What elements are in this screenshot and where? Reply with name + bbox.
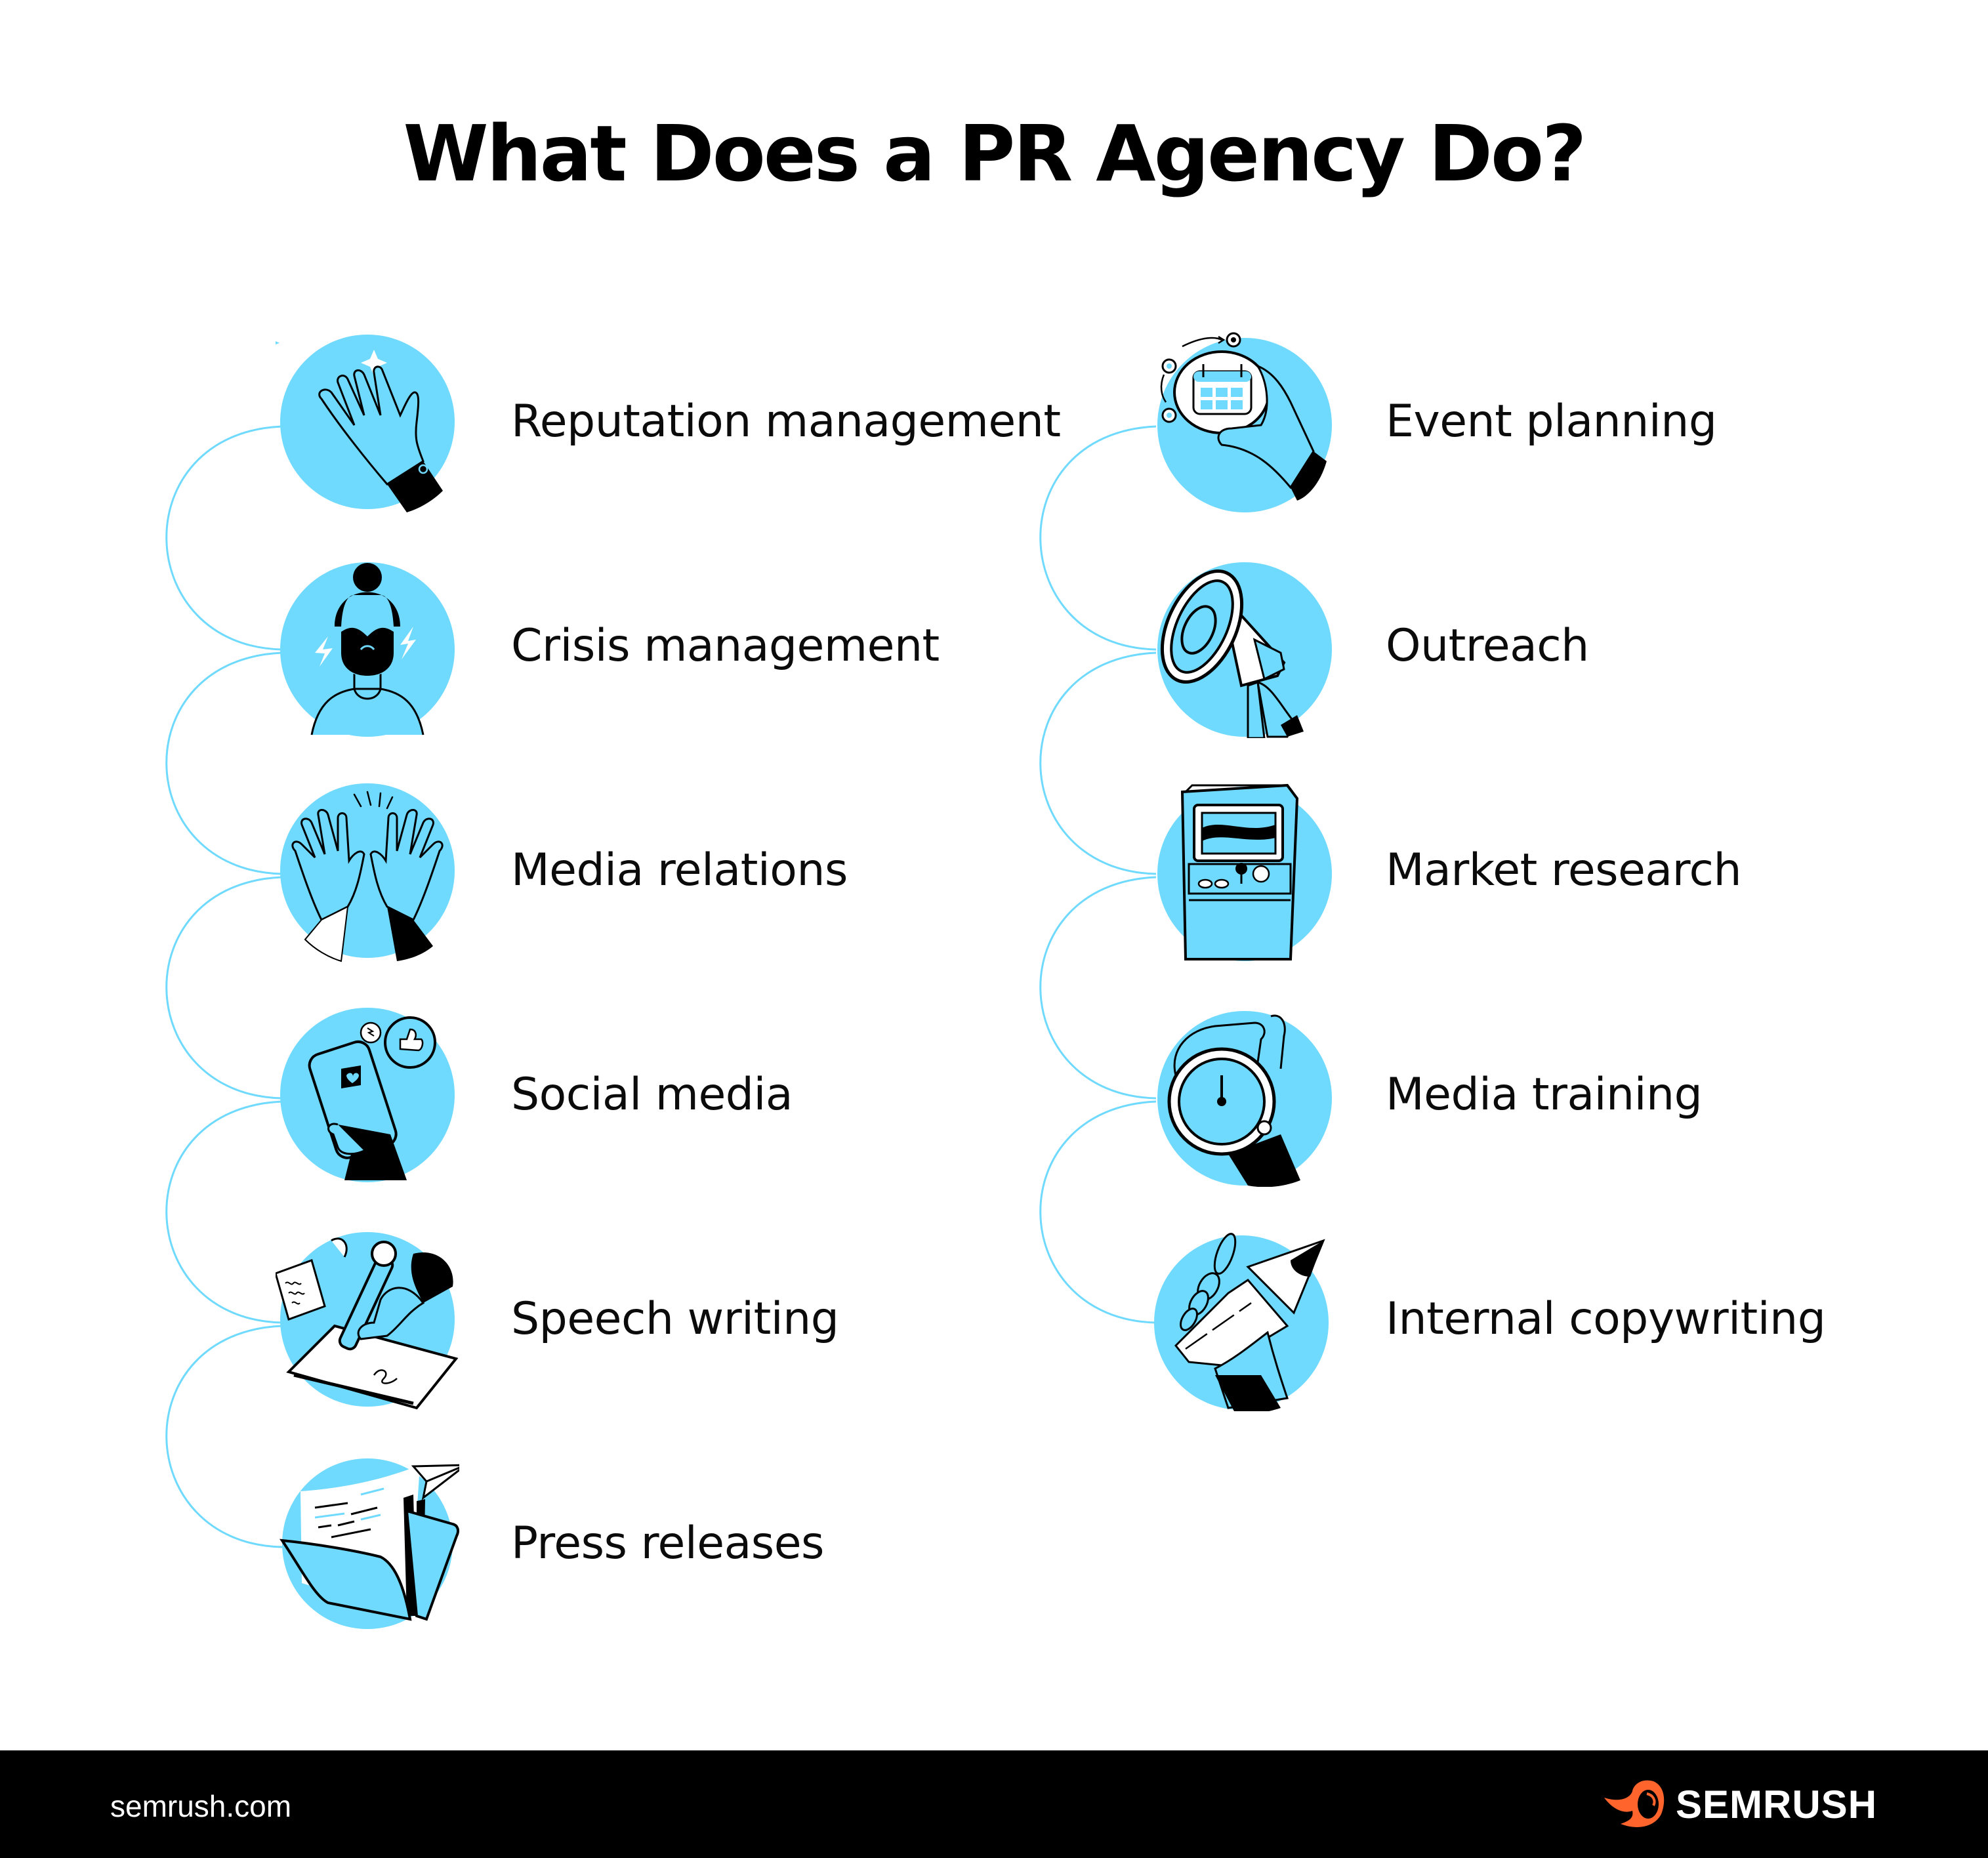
brand-name: SEMRUSH xyxy=(1676,1782,1878,1827)
semrush-logo: SEMRUSH xyxy=(1601,1778,1877,1830)
phone-with-likes-icon xyxy=(280,1008,455,1182)
semrush-fire-icon xyxy=(1604,1780,1665,1827)
hand-writing-notebook-icon xyxy=(276,1232,459,1410)
waving-hand-icon xyxy=(276,335,455,512)
megaphone-icon xyxy=(1157,562,1332,738)
item-label: Outreach xyxy=(1386,620,1589,672)
list-item: Media relations xyxy=(0,779,1063,962)
item-label: Reputation management xyxy=(511,396,1061,447)
item-label: Media relations xyxy=(511,844,848,896)
hand-stopwatch-icon xyxy=(1157,1011,1332,1187)
arcade-machine-icon xyxy=(1157,783,1332,961)
list-item: Market research xyxy=(1063,779,1988,962)
item-label: Social media xyxy=(511,1069,793,1121)
item-label: Internal copywriting xyxy=(1386,1293,1826,1345)
high-five-hands-icon xyxy=(280,783,455,962)
list-item: Outreach xyxy=(1063,554,1988,738)
footer-url[interactable]: semrush.com xyxy=(110,1789,292,1823)
item-label: Crisis management xyxy=(511,620,940,672)
list-item: Internal copywriting xyxy=(1063,1228,1988,1411)
list-item: Event planning xyxy=(1063,330,1988,514)
list-item: Media training xyxy=(1063,1003,1988,1187)
list-item: Press releases xyxy=(0,1452,1063,1636)
footer: semrush.com SEMRUSH xyxy=(0,1750,1988,1858)
list-item: Social media xyxy=(0,1003,1063,1187)
item-label: Event planning xyxy=(1386,396,1717,447)
list-item: Crisis management xyxy=(0,554,1063,738)
item-label: Speech writing xyxy=(511,1293,839,1345)
list-item: Reputation management xyxy=(0,330,1063,514)
item-label: Press releases xyxy=(511,1517,824,1569)
item-label: Media training xyxy=(1386,1069,1703,1121)
page-title: What Does a PR Agency Do? xyxy=(403,108,1586,199)
angry-bearded-man-icon xyxy=(280,562,455,737)
hand-holding-pencil-icon xyxy=(1154,1233,1329,1411)
list-item: Speech writing xyxy=(0,1228,1063,1411)
item-label: Market research xyxy=(1386,844,1742,896)
hand-holding-calendar-icon xyxy=(1157,332,1332,512)
folder-paper-plane-icon xyxy=(279,1458,459,1629)
